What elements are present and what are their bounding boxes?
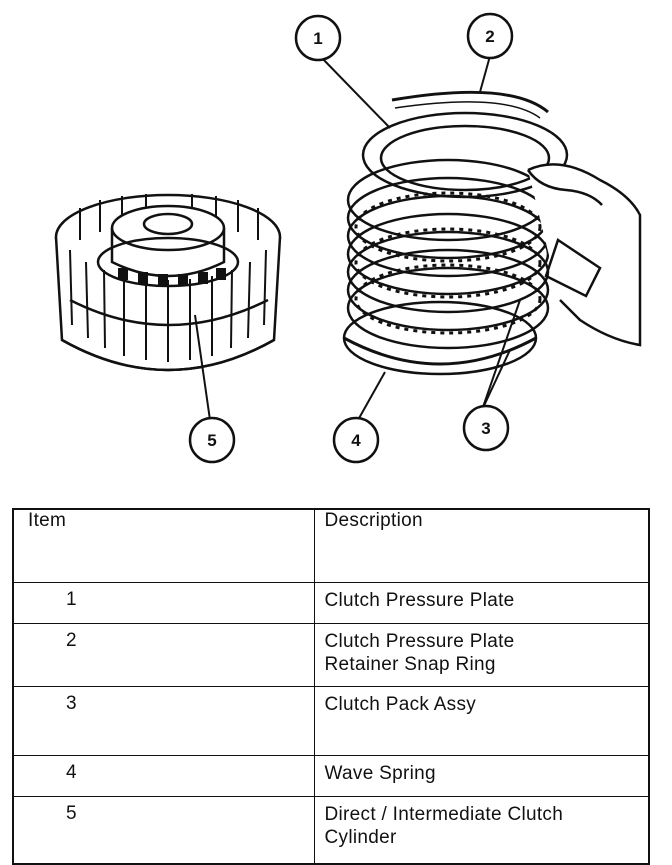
item-description: Wave Spring [313, 755, 650, 797]
description-line: Retainer Snap Ring [324, 654, 496, 675]
table-row: 1 Clutch Pressure Plate [12, 582, 650, 624]
table-header-row: Item Description [12, 508, 650, 583]
item-description: Clutch Pressure Plate Retainer Snap Ring [313, 623, 650, 687]
clutch-pack-drawing [342, 90, 642, 376]
table-row: 4 Wave Spring [12, 755, 650, 797]
callout-5: 5 [188, 416, 236, 464]
callout-2: 2 [466, 12, 514, 60]
description-line: Clutch Pack Assy [324, 694, 477, 715]
callout-leaders [194, 55, 521, 421]
exploded-clutch-illustration: 1 2 3 4 5 [54, 12, 642, 464]
clutch-cylinder-drawing [54, 193, 282, 372]
description-line: Wave Spring [324, 763, 436, 784]
callout-1: 1 [294, 14, 342, 62]
callout-5-number: 5 [207, 431, 216, 450]
item-number: 5 [12, 796, 315, 865]
callout-3-number: 3 [481, 419, 490, 438]
callout-4-number: 4 [351, 431, 361, 450]
item-number: 2 [12, 623, 315, 687]
description-column-header: Description [313, 508, 650, 583]
callout-2-number: 2 [485, 27, 494, 46]
description-line: Cylinder [324, 827, 397, 848]
table-row: 5 Direct / Intermediate Clutch Cylinder [12, 796, 650, 865]
item-number: 1 [12, 582, 315, 624]
table-row: 3 Clutch Pack Assy [12, 686, 650, 756]
description-line: Clutch Pressure Plate [324, 590, 515, 611]
item-description: Direct / Intermediate Clutch Cylinder [313, 796, 650, 865]
item-column-header: Item [12, 508, 315, 583]
parts-legend-table: Item Description 1 Clutch Pressure Plate… [12, 508, 650, 865]
item-description: Clutch Pressure Plate [313, 582, 650, 624]
item-description: Clutch Pack Assy [313, 686, 650, 756]
callout-1-number: 1 [313, 29, 322, 48]
description-line: Direct / Intermediate Clutch [324, 804, 564, 825]
table-row: 2 Clutch Pressure Plate Retainer Snap Ri… [12, 623, 650, 687]
item-number: 4 [12, 755, 315, 797]
callout-4: 4 [332, 416, 380, 464]
description-line: Clutch Pressure Plate [324, 631, 515, 652]
item-number: 3 [12, 686, 315, 756]
callout-3: 3 [462, 404, 510, 452]
